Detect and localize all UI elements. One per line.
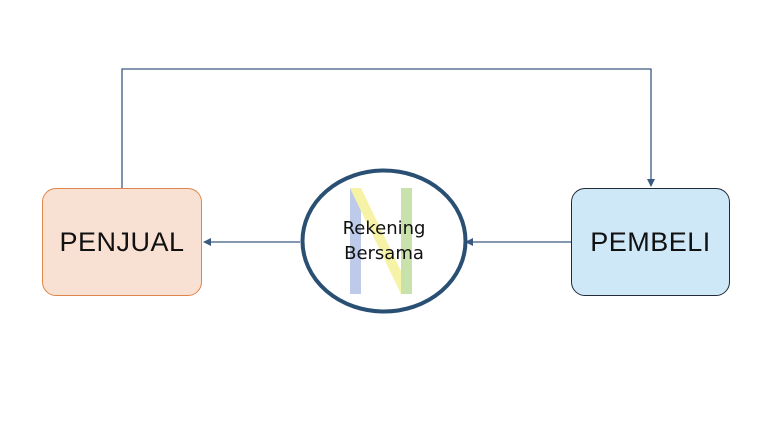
- seller-node: PENJUAL: [42, 188, 202, 296]
- escrow-node: [300, 168, 468, 314]
- seller-label: PENJUAL: [59, 226, 185, 257]
- escrow-label-line2: Bersama: [344, 243, 424, 264]
- N-logo-watermark-icon: [350, 188, 412, 294]
- seller-to-buyer-connector: [121, 68, 655, 188]
- escrow-label: Rekening Bersama: [300, 168, 468, 314]
- escrow-label-line1: Rekening: [342, 218, 426, 239]
- buyer-label: PEMBELI: [590, 226, 711, 257]
- buyer-node: PEMBELI: [571, 188, 730, 296]
